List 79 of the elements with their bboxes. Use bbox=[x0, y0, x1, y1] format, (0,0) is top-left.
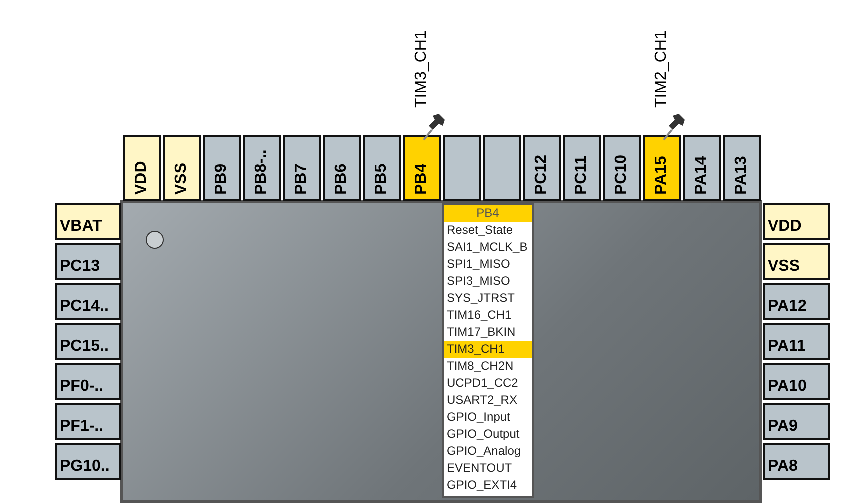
pin-name: PC10 bbox=[613, 154, 631, 195]
pin-pad bbox=[123, 135, 161, 201]
pin-pad bbox=[55, 443, 121, 480]
pin-pad bbox=[363, 135, 401, 201]
pin-name: VSS bbox=[768, 258, 800, 276]
menu-item: TIM8_CH2N bbox=[446, 358, 515, 375]
pin-pad bbox=[283, 135, 321, 201]
pin-name: PB5 bbox=[373, 164, 391, 195]
pin-pad bbox=[55, 243, 121, 280]
menu-item: Reset_State bbox=[446, 222, 514, 239]
signal-label: TIM2_CH1 bbox=[653, 30, 671, 108]
pin-name: PF0-.. bbox=[60, 378, 104, 396]
pin-pad bbox=[403, 135, 441, 201]
pin-name: PC14.. bbox=[60, 298, 109, 316]
pin-name: PB7 bbox=[293, 164, 311, 195]
pin-pad bbox=[483, 135, 521, 201]
menu-item: SPI3_MISO bbox=[446, 273, 512, 290]
pin-name: PC15.. bbox=[60, 338, 109, 356]
pin-name: VBAT bbox=[60, 218, 102, 236]
pin-name: PA9 bbox=[768, 418, 798, 436]
pin-name: PB4 bbox=[413, 164, 431, 195]
pin-pad bbox=[763, 363, 830, 400]
pin-name: PA15 bbox=[653, 156, 671, 195]
pin-pad bbox=[203, 135, 241, 201]
pin-pad bbox=[723, 135, 761, 201]
pin-name: VDD bbox=[133, 161, 151, 195]
pin-pad bbox=[55, 283, 121, 320]
menu-item: GPIO_EXTI4 bbox=[446, 477, 518, 494]
pin-pad bbox=[323, 135, 361, 201]
pin-name: VDD bbox=[768, 218, 802, 236]
pin-pad bbox=[243, 135, 281, 201]
pin-pad bbox=[55, 363, 121, 400]
pin-pad bbox=[763, 323, 830, 360]
pin-pad bbox=[443, 135, 481, 201]
pin-pad bbox=[523, 135, 561, 201]
pin-name: PG10.. bbox=[60, 458, 110, 476]
pin-name: PC12 bbox=[533, 154, 551, 195]
pin-name: PB8-.. bbox=[253, 150, 271, 195]
pin-name: PA8 bbox=[768, 458, 798, 476]
pin-name: VSS bbox=[173, 162, 191, 195]
pin-pad bbox=[763, 403, 830, 440]
selected-menu-item: TIM3_CH1 bbox=[444, 341, 532, 358]
menu-item: EVENTOUT bbox=[446, 460, 514, 477]
chip-body bbox=[120, 200, 762, 503]
pin-pad bbox=[683, 135, 721, 201]
menu-item: GPIO_Output bbox=[446, 426, 521, 443]
pin-name: PF1-.. bbox=[60, 418, 104, 436]
pin-pad bbox=[563, 135, 601, 201]
menu-item: UCPD1_CC2 bbox=[446, 375, 520, 392]
pin-name: PC11 bbox=[573, 156, 591, 195]
menu-item: SAI1_MCLK_B bbox=[446, 239, 529, 256]
pin-name: PA14 bbox=[693, 156, 711, 195]
pin-name: PA12 bbox=[768, 298, 807, 316]
menu-item: TIM16_CH1 bbox=[446, 307, 513, 324]
menu-item: GPIO_Analog bbox=[446, 443, 522, 460]
pin-pad bbox=[163, 135, 201, 201]
pin-pad bbox=[643, 135, 681, 201]
dropdown-menu bbox=[442, 203, 534, 498]
pin-name: PA13 bbox=[733, 156, 751, 195]
menu-item: GPIO_Input bbox=[446, 409, 512, 426]
pin-pad bbox=[55, 323, 121, 360]
pin-pad bbox=[763, 203, 830, 240]
pin-pad bbox=[603, 135, 641, 201]
pin-name: PB6 bbox=[333, 164, 351, 195]
pin-pad bbox=[763, 443, 830, 480]
menu-item: SYS_JTRST bbox=[446, 290, 516, 307]
pin-pad bbox=[55, 403, 121, 440]
menu-item: USART2_RX bbox=[446, 392, 518, 409]
signal-label: TIM3_CH1 bbox=[413, 30, 431, 108]
pin-name: PC13 bbox=[60, 258, 100, 276]
pin-pad bbox=[763, 283, 830, 320]
pin-name: PA10 bbox=[768, 378, 807, 396]
pin-name: PA11 bbox=[768, 338, 806, 356]
pin-name: PB9 bbox=[213, 164, 231, 195]
menu-header: PB4 bbox=[444, 205, 532, 222]
pin-pad bbox=[55, 203, 121, 240]
pin-pad bbox=[763, 243, 830, 280]
menu-item: TIM17_BKIN bbox=[446, 324, 517, 341]
menu-item: SPI1_MISO bbox=[446, 256, 512, 273]
